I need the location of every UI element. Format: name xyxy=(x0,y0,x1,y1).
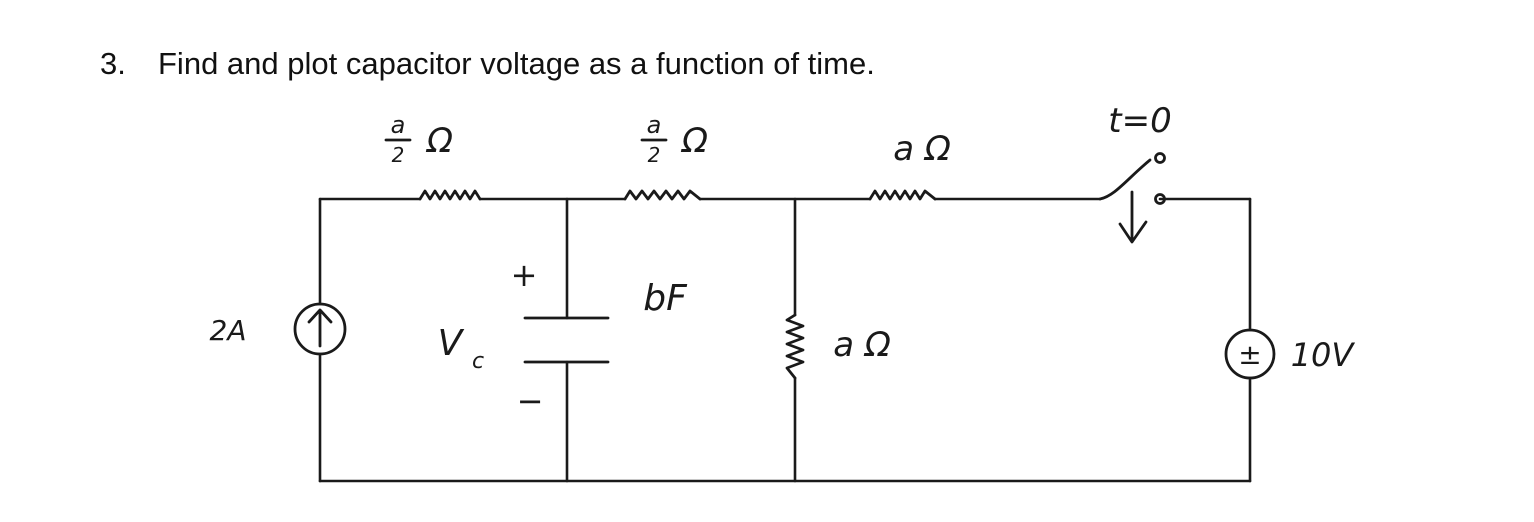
resistor-4-label: a Ω xyxy=(833,325,891,365)
resistor-3-label: a Ω xyxy=(893,129,951,169)
resistor-2-numerator: a xyxy=(647,111,662,139)
voltage-source-label: 10V xyxy=(1291,336,1356,374)
capacitor-minus-sign: − xyxy=(517,382,544,420)
switch-time-label: t=0 xyxy=(1108,101,1171,141)
capacitor-voltage-label: V xyxy=(438,323,465,364)
resistor-4-zigzag xyxy=(785,313,805,380)
problem-statement: 3. Find and plot capacitor voltage as a f… xyxy=(100,46,875,82)
resistor-2-denominator: 2 xyxy=(648,143,661,167)
problem-number: 3. xyxy=(100,46,126,81)
current-arrow-icon xyxy=(307,308,333,348)
circuit-wires xyxy=(318,197,1252,483)
resistor-1-numerator: a xyxy=(391,111,406,139)
problem-text: Find and plot capacitor voltage as a fun… xyxy=(158,46,875,81)
resistor-1-unit: Ω xyxy=(425,121,453,161)
resistor-3-zigzag xyxy=(868,189,937,201)
capacitor xyxy=(523,316,610,364)
switch xyxy=(1098,152,1166,244)
resistor-2-zigzag xyxy=(623,189,702,201)
capacitor-voltage-subscript: c xyxy=(472,349,484,374)
switch-arrow-icon xyxy=(1118,190,1148,244)
current-source-label: 2A xyxy=(210,314,247,347)
voltage-source xyxy=(1224,328,1276,380)
voltage-source-polarity: ± xyxy=(1238,338,1261,371)
resistor-2-unit: Ω xyxy=(680,121,708,161)
current-source xyxy=(293,302,347,356)
resistor-1-zigzag xyxy=(418,189,482,201)
capacitor-value-label: bF xyxy=(643,278,688,319)
capacitor-plus-sign: + xyxy=(511,256,538,294)
resistor-1-denominator: 2 xyxy=(392,143,405,167)
